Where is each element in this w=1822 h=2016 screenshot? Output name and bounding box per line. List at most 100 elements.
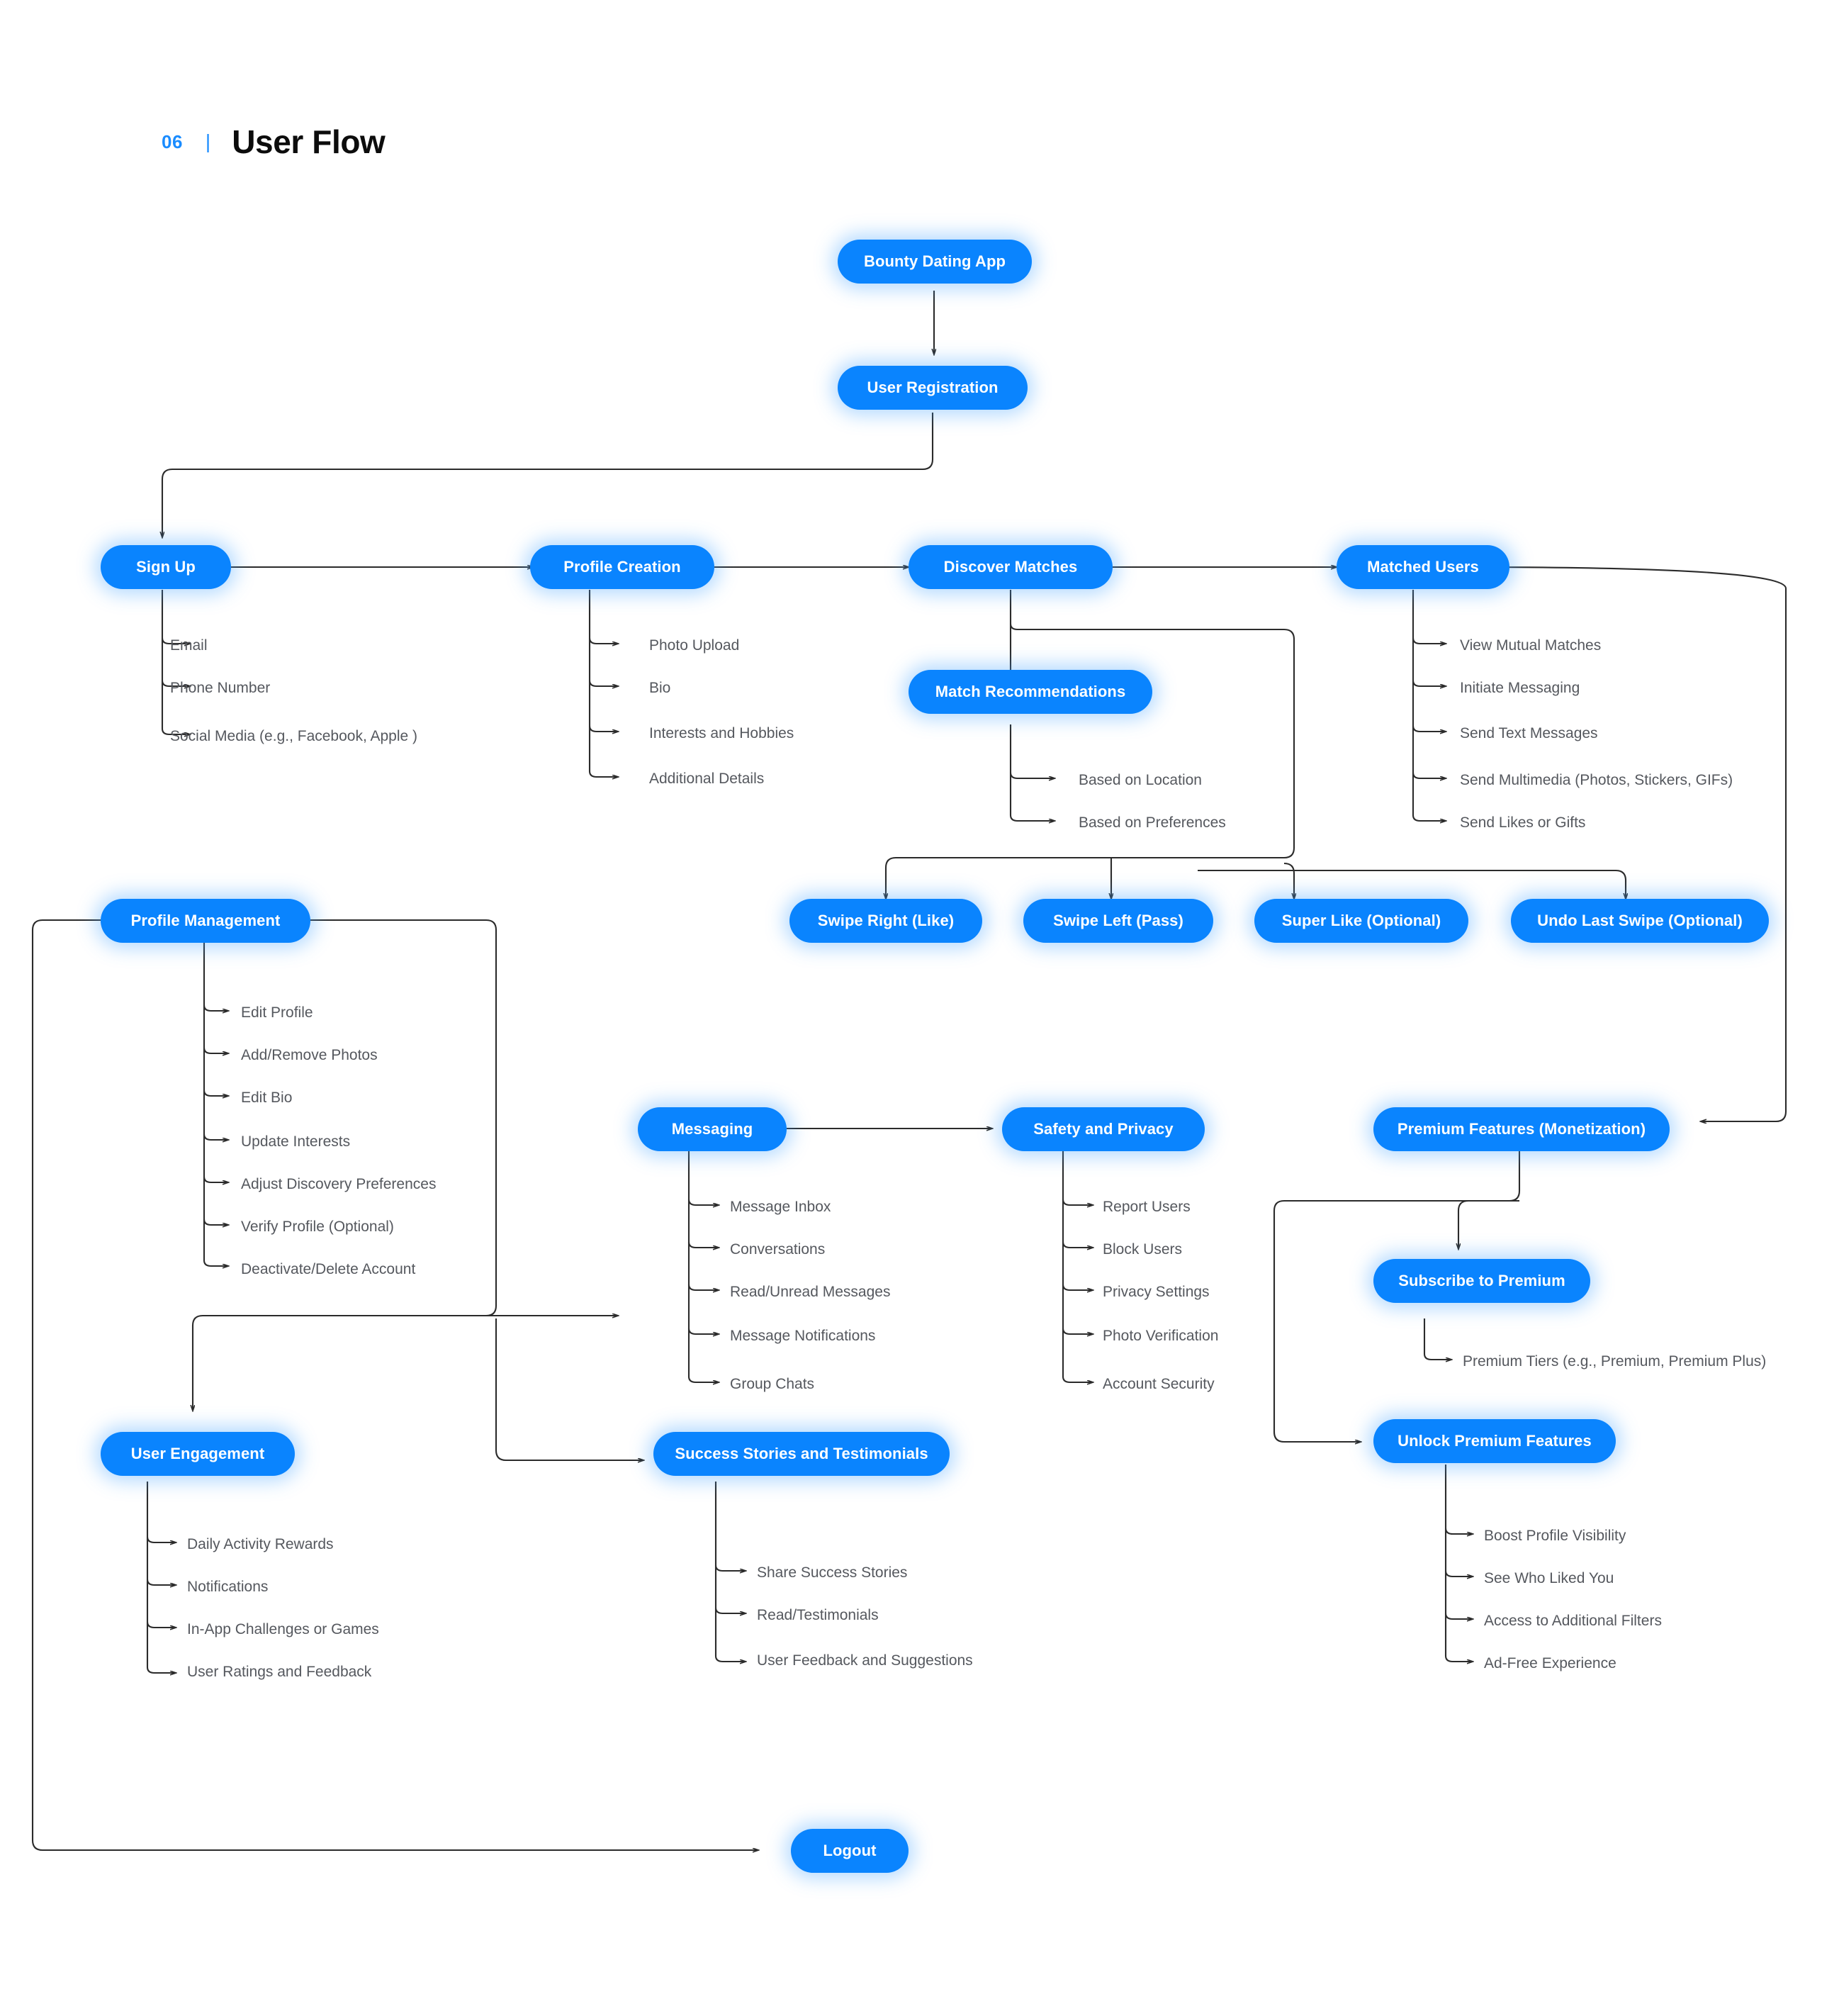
leaf-item: Privacy Settings bbox=[1103, 1284, 1210, 1300]
edge-premium-to-subscribe bbox=[1458, 1151, 1521, 1249]
node-user-engagement[interactable]: User Engagement bbox=[101, 1432, 295, 1476]
page-header: 06 | User Flow bbox=[162, 123, 386, 161]
leaf-item: In-App Challenges or Games bbox=[187, 1621, 379, 1637]
edge-profilecreation-leaf-2 bbox=[588, 680, 618, 686]
node-label: Matched Users bbox=[1367, 558, 1479, 576]
node-profile-creation[interactable]: Profile Creation bbox=[530, 545, 714, 589]
leaf-item: Read/Testimonials bbox=[757, 1607, 879, 1623]
edge-profilemgmt-leaf-6 bbox=[203, 1219, 228, 1225]
node-safety-and-privacy[interactable]: Safety and Privacy bbox=[1002, 1107, 1205, 1151]
edge-safety-leaf-4 bbox=[1062, 1328, 1093, 1334]
node-label: Profile Management bbox=[130, 912, 281, 929]
edge-matched-leaf-4 bbox=[1412, 772, 1446, 778]
leaf-item: Phone Number bbox=[170, 680, 271, 696]
node-label: Discover Matches bbox=[943, 558, 1078, 576]
node-subscribe-to-premium[interactable]: Subscribe to Premium bbox=[1373, 1259, 1590, 1303]
edge-profilemgmt-to-userengagement bbox=[193, 1314, 496, 1411]
leaf-item: Send Text Messages bbox=[1460, 725, 1598, 741]
leaf-item: Message Notifications bbox=[730, 1328, 876, 1344]
node-matched-users[interactable]: Matched Users bbox=[1337, 545, 1509, 589]
edge-profilemgmt-to-logout bbox=[31, 919, 758, 1850]
node-label: Messaging bbox=[671, 1120, 753, 1138]
edge-profilemgmt-leaf-3 bbox=[203, 1090, 228, 1096]
edge-safety-leaf-1 bbox=[1062, 1199, 1093, 1205]
node-label: Swipe Right (Like) bbox=[817, 912, 955, 929]
node-label: Sign Up bbox=[136, 558, 196, 576]
node-sign-up[interactable]: Sign Up bbox=[101, 545, 231, 589]
node-profile-management[interactable]: Profile Management bbox=[101, 899, 310, 943]
leaf-item: Account Security bbox=[1103, 1376, 1215, 1392]
leaf-item: Verify Profile (Optional) bbox=[241, 1219, 394, 1235]
node-messaging[interactable]: Messaging bbox=[638, 1107, 787, 1151]
leaf-item: Daily Activity Rewards bbox=[187, 1536, 334, 1552]
edge-recommendations-leaf-2 bbox=[1009, 724, 1055, 821]
edge-rail-to-super-like bbox=[1283, 862, 1294, 899]
edge-messaging-leaf-5 bbox=[687, 1151, 719, 1382]
leaf-item: Read/Unread Messages bbox=[730, 1284, 891, 1300]
node-bounty-dating-app[interactable]: Bounty Dating App bbox=[838, 240, 1032, 284]
node-swipe-right[interactable]: Swipe Right (Like) bbox=[789, 899, 982, 943]
leaf-item: See Who Liked You bbox=[1484, 1570, 1614, 1586]
leaf-item: Email bbox=[170, 637, 208, 654]
edge-profilemgmt-leaf-2 bbox=[203, 1047, 228, 1053]
node-label: Super Like (Optional) bbox=[1281, 912, 1441, 929]
edge-subscribe-leaf-1 bbox=[1423, 1318, 1451, 1360]
node-match-recommendations[interactable]: Match Recommendations bbox=[909, 670, 1152, 714]
leaf-item: Based on Preferences bbox=[1079, 814, 1226, 831]
node-discover-matches[interactable]: Discover Matches bbox=[909, 545, 1113, 589]
edge-unlock-leaf-4 bbox=[1444, 1465, 1473, 1662]
edge-messaging-leaf-3 bbox=[687, 1284, 719, 1290]
leaf-item: Additional Details bbox=[649, 771, 765, 787]
edge-profilecreation-leaf-4 bbox=[588, 590, 618, 777]
leaf-item: Premium Tiers (e.g., Premium, Premium Pl… bbox=[1463, 1353, 1767, 1370]
node-user-registration[interactable]: User Registration bbox=[838, 366, 1028, 410]
leaf-item: Initiate Messaging bbox=[1460, 680, 1580, 696]
edge-profilecreation-leaf-1 bbox=[588, 637, 618, 644]
node-label: Safety and Privacy bbox=[1033, 1120, 1174, 1138]
node-undo-last-swipe[interactable]: Undo Last Swipe (Optional) bbox=[1511, 899, 1769, 943]
edge-engagement-leaf-2 bbox=[146, 1579, 176, 1585]
leaf-item: User Ratings and Feedback bbox=[187, 1664, 372, 1680]
leaf-item: Photo Upload bbox=[649, 637, 740, 654]
leaf-item: Report Users bbox=[1103, 1199, 1191, 1215]
node-logout[interactable]: Logout bbox=[791, 1829, 909, 1873]
edge-signup-leaf-3 bbox=[161, 590, 190, 734]
edge-profilemgmt-leaf-5 bbox=[203, 1176, 228, 1182]
leaf-item: Photo Verification bbox=[1103, 1328, 1219, 1344]
edge-rail-to-undo-swipe bbox=[1198, 869, 1626, 899]
edge-recommendations-leaf-1 bbox=[1009, 772, 1055, 778]
leaf-item: User Feedback and Suggestions bbox=[757, 1652, 973, 1669]
node-label: Success Stories and Testimonials bbox=[675, 1445, 928, 1462]
edge-messaging-leaf-2 bbox=[687, 1241, 719, 1248]
leaf-item: Message Inbox bbox=[730, 1199, 831, 1215]
edge-engagement-leaf-4 bbox=[146, 1482, 176, 1673]
edge-safety-leaf-2 bbox=[1062, 1241, 1093, 1248]
page-title: User Flow bbox=[232, 123, 386, 160]
edge-profilemgmt-to-messaging bbox=[310, 919, 618, 1316]
node-label: Swipe Left (Pass) bbox=[1053, 912, 1183, 929]
node-label: Bounty Dating App bbox=[863, 252, 1006, 270]
edge-matched-leaf-2 bbox=[1412, 680, 1446, 686]
leaf-item: Social Media (e.g., Facebook, Apple ) bbox=[170, 728, 418, 744]
leaf-item: Based on Location bbox=[1079, 772, 1202, 788]
node-premium-features[interactable]: Premium Features (Monetization) bbox=[1373, 1107, 1670, 1151]
node-label: Subscribe to Premium bbox=[1398, 1272, 1565, 1289]
node-label: Unlock Premium Features bbox=[1398, 1432, 1592, 1450]
leaf-item: Update Interests bbox=[241, 1133, 351, 1150]
node-label: Undo Last Swipe (Optional) bbox=[1537, 912, 1743, 929]
edge-safety-leaf-5 bbox=[1062, 1151, 1093, 1382]
node-label: User Registration bbox=[867, 379, 999, 396]
node-label: Profile Creation bbox=[563, 558, 681, 576]
leaf-item: Group Chats bbox=[730, 1376, 815, 1392]
node-label: User Engagement bbox=[130, 1445, 265, 1462]
node-unlock-premium-features[interactable]: Unlock Premium Features bbox=[1373, 1419, 1616, 1463]
node-swipe-left[interactable]: Swipe Left (Pass) bbox=[1023, 899, 1213, 943]
leaf-item: Ad-Free Experience bbox=[1484, 1655, 1616, 1671]
leaf-item: Boost Profile Visibility bbox=[1484, 1528, 1626, 1544]
leaf-item: Send Likes or Gifts bbox=[1460, 814, 1586, 831]
node-super-like[interactable]: Super Like (Optional) bbox=[1254, 899, 1468, 943]
leaf-item: Send Multimedia (Photos, Stickers, GIFs) bbox=[1460, 772, 1733, 788]
leaf-item: Block Users bbox=[1103, 1241, 1183, 1258]
node-success-stories[interactable]: Success Stories and Testimonials bbox=[653, 1432, 950, 1476]
